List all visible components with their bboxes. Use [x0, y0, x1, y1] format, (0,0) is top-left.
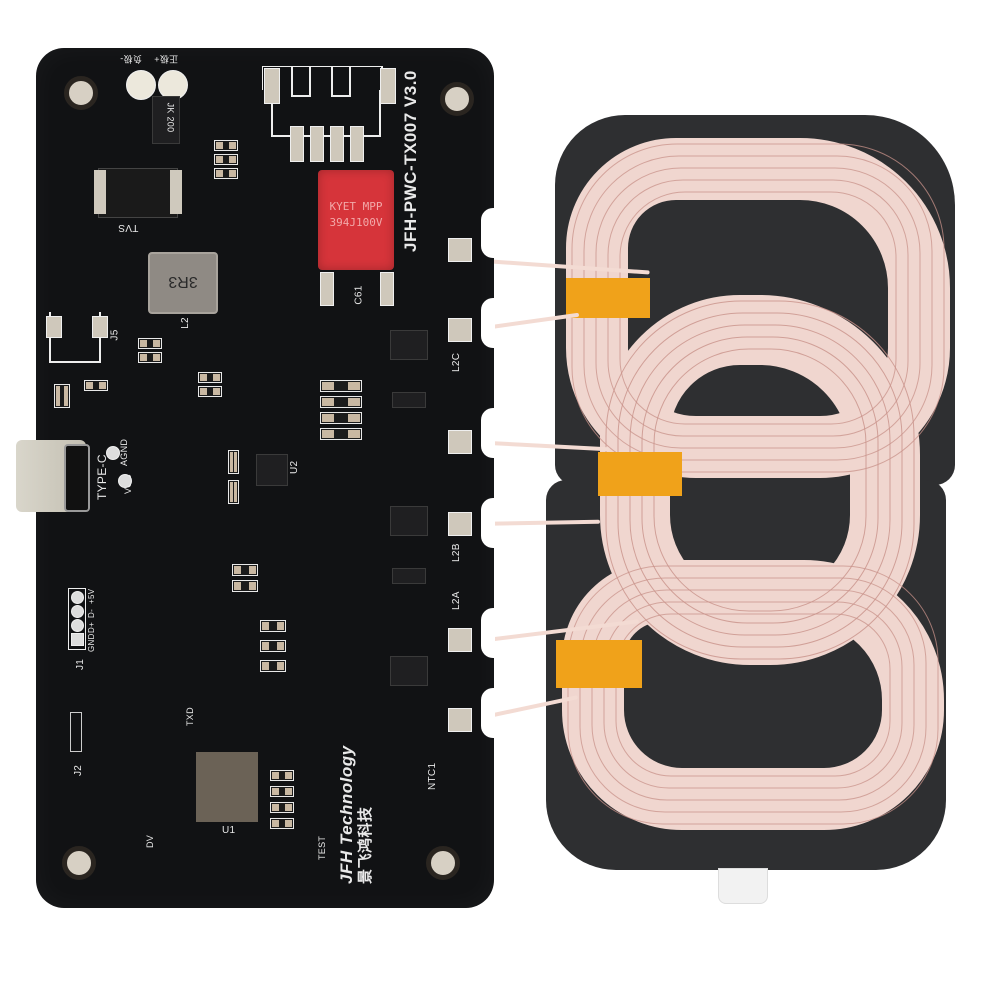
coil-solder-pad	[448, 628, 472, 652]
board-model-label: JFH-PWC-TX007 V3.0	[401, 70, 420, 252]
coil-solder-pad	[448, 512, 472, 536]
mounting-hole	[64, 76, 98, 110]
mosfet-q1	[390, 330, 428, 360]
test-label: TEST	[317, 835, 327, 860]
brand-label-en: JFH Technology	[337, 745, 356, 884]
mounting-hole	[426, 846, 460, 880]
label-l2c: L2C	[451, 352, 462, 372]
label-l2a: L2A	[451, 591, 462, 610]
power-label-positive: 正极+	[154, 54, 179, 64]
power-pad-positive	[158, 70, 188, 100]
j2-header	[70, 712, 82, 752]
mosfet-q7	[390, 656, 428, 686]
j6-connector-outline	[262, 66, 383, 137]
mosfet-q4	[390, 506, 428, 536]
mounting-hole	[62, 846, 96, 880]
tvs-diode	[98, 168, 178, 218]
kapton-tape-top	[566, 278, 650, 318]
mounting-hole	[440, 82, 474, 116]
power-label-negative: 负极-	[120, 54, 142, 64]
tvs-label: TVS	[118, 222, 139, 233]
fuse: JK 200	[152, 96, 180, 144]
mpp-capacitor: KYET MPP 394J100V	[318, 170, 394, 270]
kapton-tape-middle	[598, 452, 682, 496]
diode-d5	[392, 392, 426, 408]
release-tab	[718, 868, 768, 904]
power-pad-negative	[126, 70, 156, 100]
power-inductor: 3R3	[148, 252, 218, 314]
j1-header	[68, 588, 86, 650]
controller-u2	[256, 454, 288, 486]
c61-label: C61	[353, 285, 365, 305]
brand-label-cn: 景飞鸿科技	[357, 806, 374, 884]
diode-d6	[392, 568, 426, 584]
usb-c-receptacle	[64, 444, 90, 512]
kapton-tape-bottom	[556, 640, 642, 688]
label-l2b: L2B	[451, 543, 462, 562]
coil-solder-pad	[448, 430, 472, 454]
ntc-label: NTC1	[427, 762, 438, 790]
ic-u1	[196, 752, 258, 822]
coil-solder-pad	[448, 318, 472, 342]
type-c-label: TYPE-C	[95, 454, 109, 500]
coil-solder-pad	[448, 708, 472, 732]
coil-solder-pad	[448, 238, 472, 262]
